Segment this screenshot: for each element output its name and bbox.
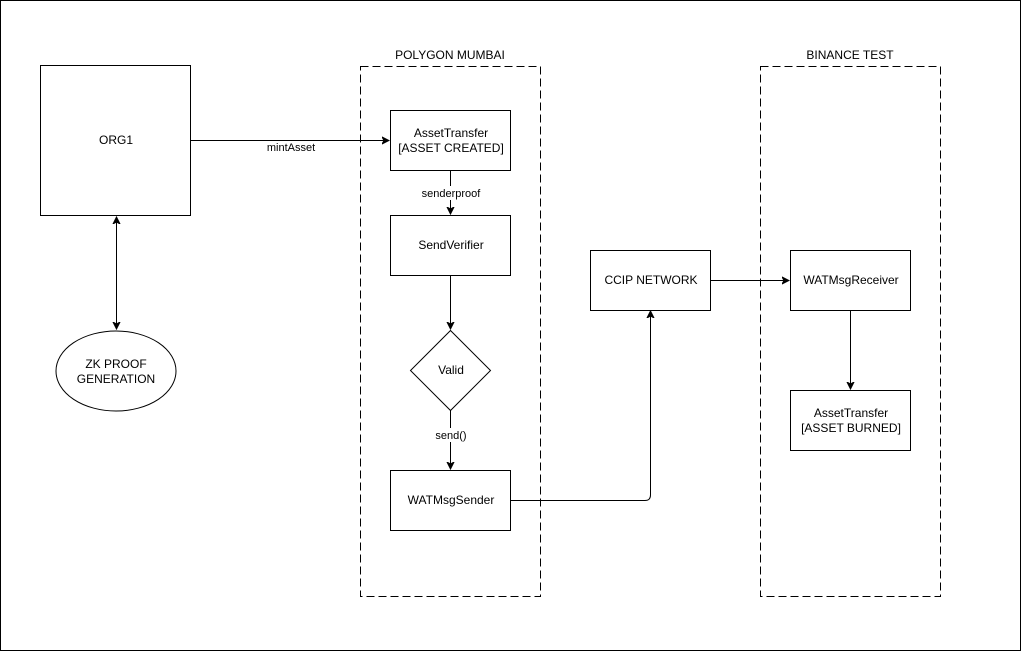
watm-sender-node: WATMsgSender bbox=[390, 470, 511, 531]
send-call-label-bg bbox=[433, 428, 469, 442]
asset-transfer-created-line2: [ASSET CREATED] bbox=[398, 141, 504, 155]
asset-transfer-burned-node: AssetTransfer [ASSET BURNED] bbox=[790, 390, 911, 451]
valid-label: Valid bbox=[438, 363, 464, 377]
ccip-network-label: CCIP NETWORK bbox=[604, 273, 697, 287]
zk-proof-node: ZK PROOF GENERATION bbox=[55, 330, 177, 412]
watm-sender-label: WATMsgSender bbox=[408, 493, 495, 507]
binance-test-group: BINANCE TEST bbox=[760, 48, 941, 597]
zk-proof-label-line2: GENERATION bbox=[77, 372, 155, 386]
asset-transfer-burned-line1: AssetTransfer bbox=[814, 406, 888, 420]
asset-transfer-created-line1: AssetTransfer bbox=[414, 126, 488, 140]
send-verifier-node: SendVerifier bbox=[390, 215, 511, 276]
sender-proof-label-bg bbox=[418, 186, 484, 200]
valid-decision-node: Valid bbox=[409, 329, 492, 412]
org1-label: ORG1 bbox=[99, 133, 133, 147]
asset-transfer-created-node: AssetTransfer [ASSET CREATED] bbox=[390, 110, 511, 171]
edge-sender-ccip bbox=[510, 311, 651, 501]
send-call-label: send() bbox=[435, 430, 466, 442]
zk-proof-label-line1: ZK PROOF bbox=[85, 357, 146, 371]
asset-transfer-burned-line2: [ASSET BURNED] bbox=[801, 421, 901, 435]
edges: mintAsset senderproof send() bbox=[117, 141, 851, 501]
watm-receiver-label: WATMsgReceiver bbox=[803, 273, 898, 287]
sender-proof-label: senderproof bbox=[422, 188, 482, 200]
polygon-mumbai-group: POLYGON MUMBAI bbox=[360, 48, 541, 597]
watm-receiver-node: WATMsgReceiver bbox=[790, 250, 911, 311]
org1-node: ORG1 bbox=[40, 65, 191, 216]
ccip-network-node: CCIP NETWORK bbox=[590, 250, 711, 311]
mint-asset-label: mintAsset bbox=[267, 142, 315, 154]
binance-test-label: BINANCE TEST bbox=[806, 48, 894, 62]
send-verifier-label: SendVerifier bbox=[418, 238, 483, 252]
polygon-mumbai-label: POLYGON MUMBAI bbox=[395, 48, 505, 62]
